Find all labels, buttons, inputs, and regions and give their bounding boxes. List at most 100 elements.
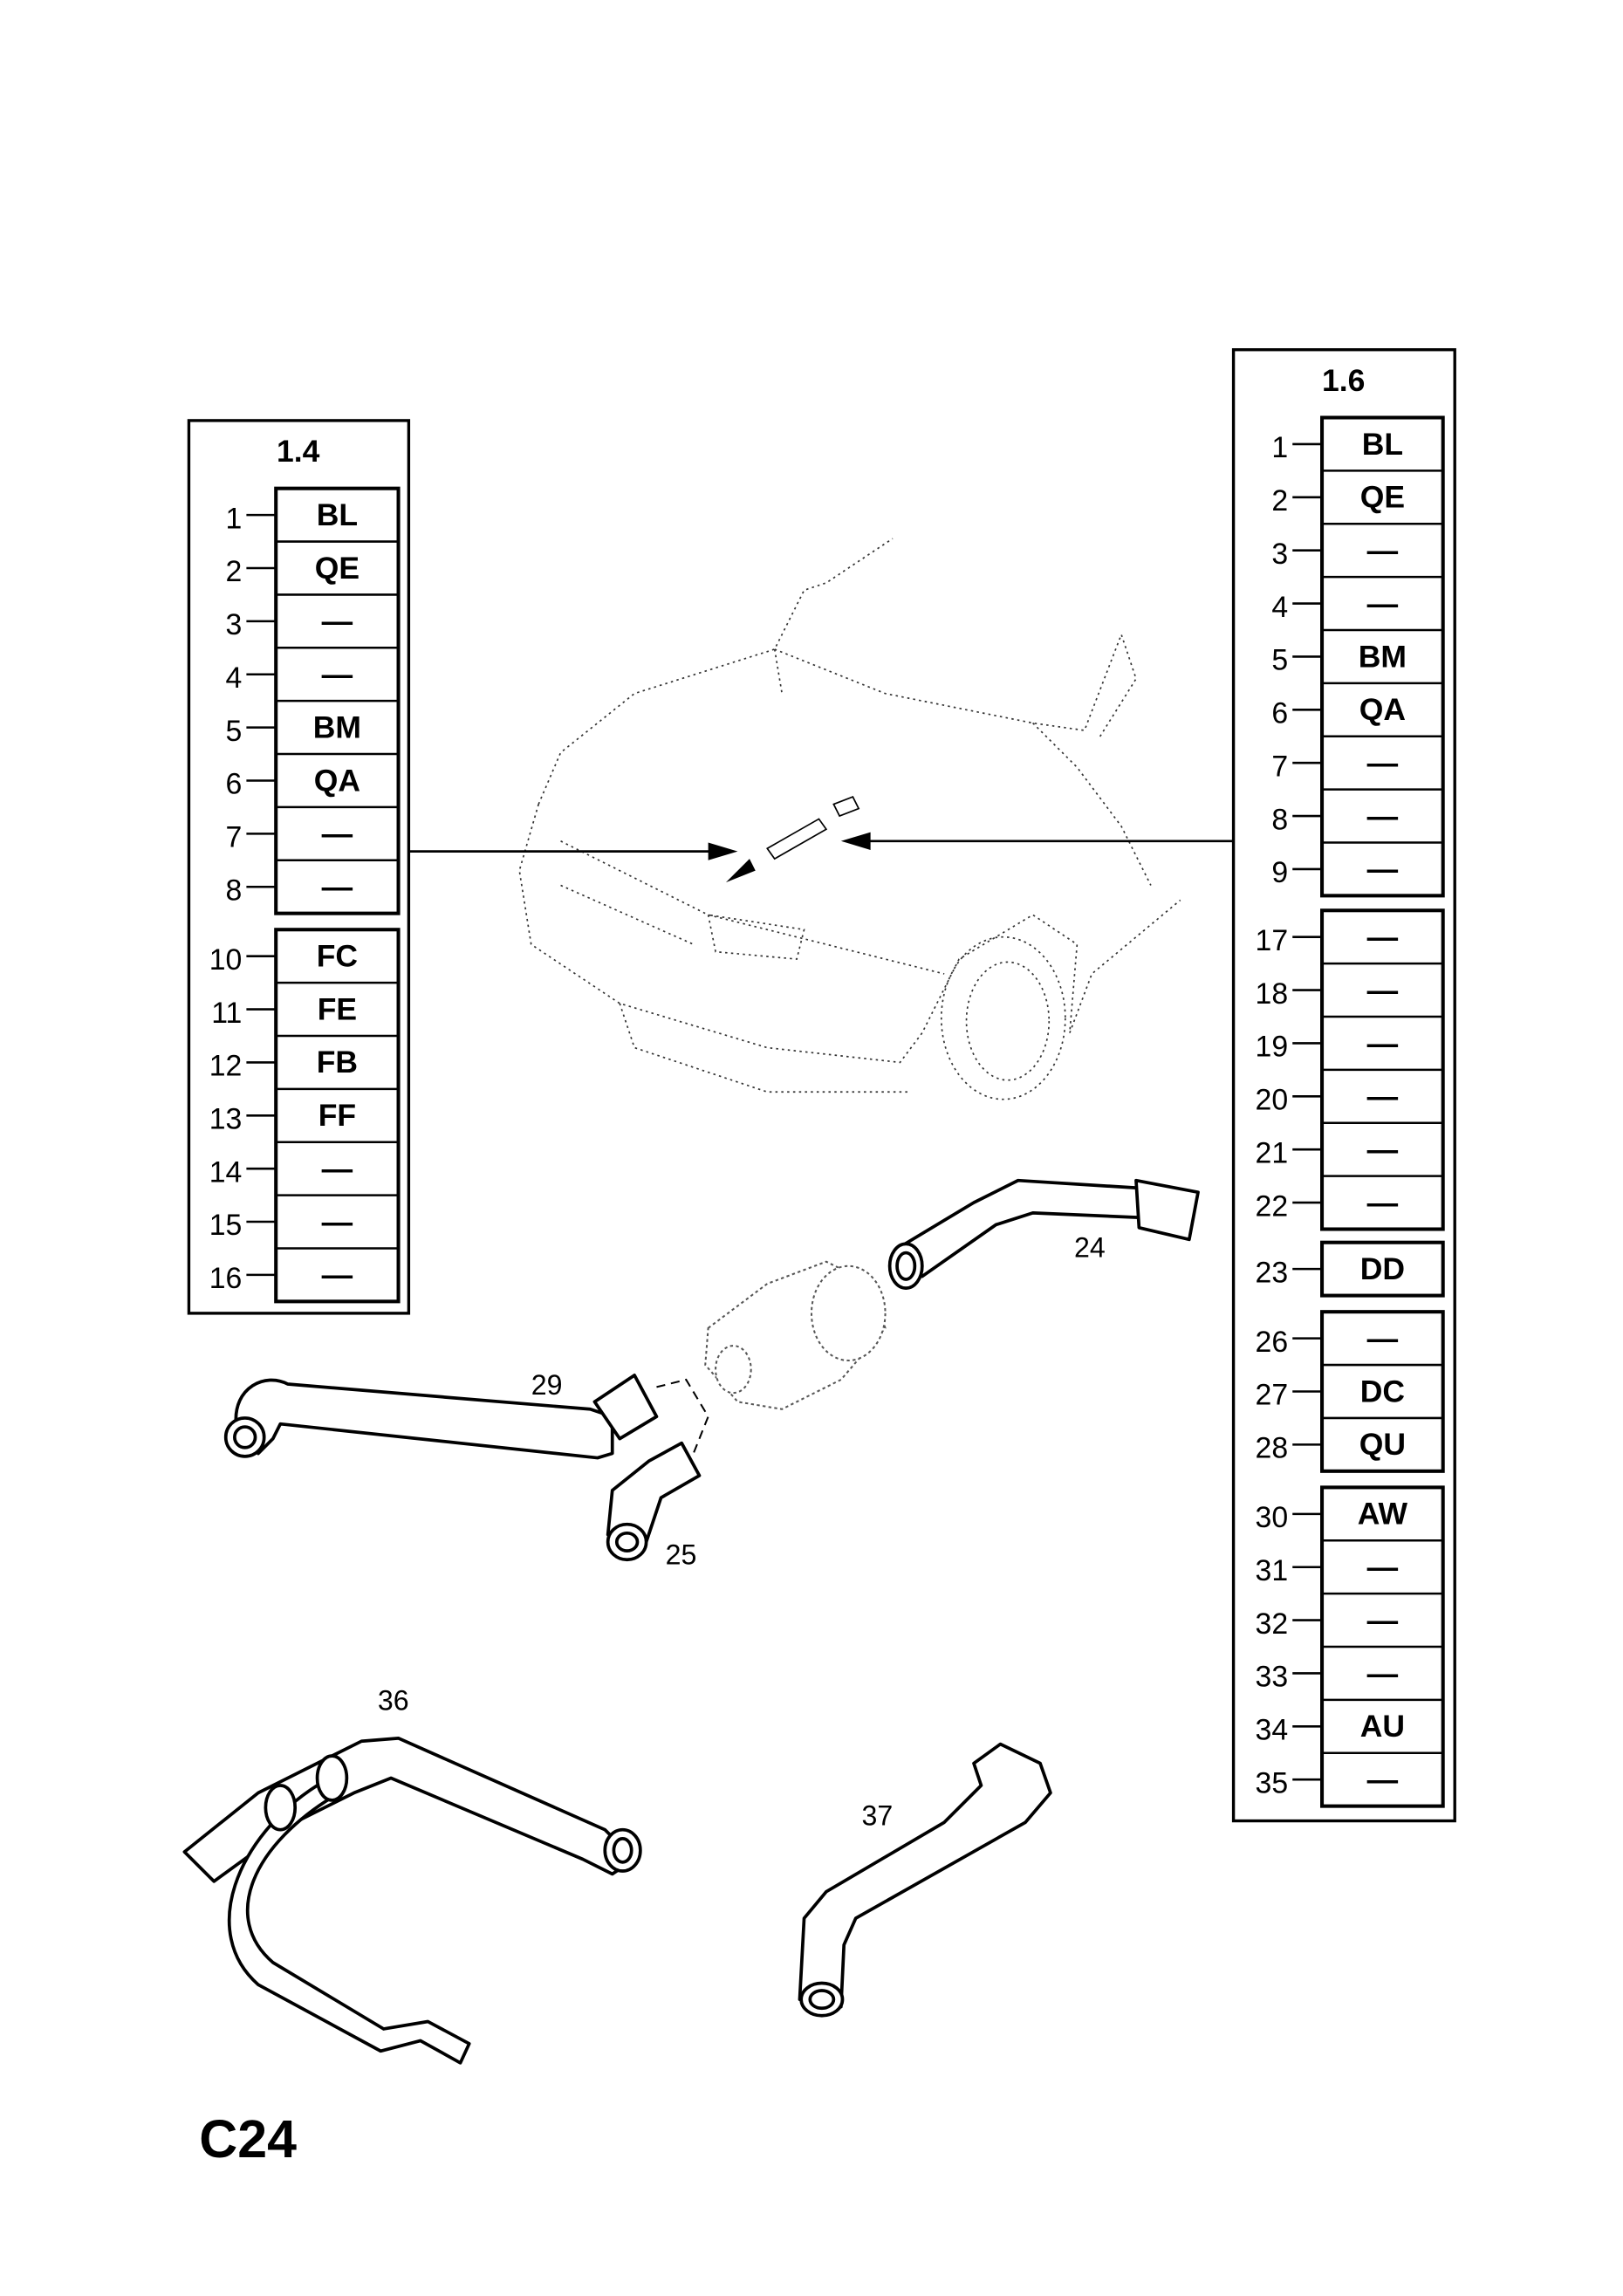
position-number: 19 (1256, 1031, 1289, 1064)
position-number: 16 (209, 1262, 243, 1295)
position-number: 2 (1271, 484, 1288, 517)
position-number: 7 (1271, 750, 1288, 783)
engine-code-cell: — (1367, 1602, 1399, 1637)
position-number: 17 (1256, 924, 1289, 957)
code-group (1320, 415, 1445, 898)
engine-code-cell: — (1367, 1025, 1399, 1060)
position-number: 2 (226, 555, 243, 588)
position-number: 1 (1271, 431, 1288, 464)
position-number: 10 (209, 943, 243, 977)
position-number: 18 (1256, 977, 1289, 1011)
hose-36 (182, 1736, 642, 2065)
engine-code-cell: FF (318, 1098, 356, 1133)
position-number: 23 (1256, 1256, 1289, 1289)
position-number: 4 (1271, 591, 1288, 624)
engine-variant-title: 1.6 (1322, 363, 1365, 398)
engine-code-cell: — (1367, 586, 1399, 620)
engine-1-6-code-table: 1.6 1 BL 2 QE 3 — 4 — 5 BM 6 QA 7 — 8 — 9 — 17 — 18 — 19 — 20 — 21 —… (1231, 348, 1456, 1823)
leader-arrows (408, 832, 1234, 883)
position-number: 35 (1256, 1766, 1289, 1799)
position-number: 31 (1256, 1554, 1289, 1587)
code-group (1320, 1310, 1445, 1473)
position-number: 1 (226, 502, 243, 535)
engine-code-cell: QA (314, 763, 360, 798)
callout-24: 24 (1074, 1232, 1106, 1264)
engine-code-cell: — (1367, 972, 1399, 1007)
engine-code-cell: — (322, 869, 353, 904)
engine-code-cell: — (1367, 1132, 1399, 1167)
position-number: 15 (209, 1209, 243, 1242)
position-number: 14 (209, 1155, 243, 1189)
engine-code-cell: QA (1359, 692, 1406, 727)
hose-25 (606, 1441, 702, 1562)
vehicle-outline-illustration (518, 538, 1181, 1100)
position-number: 9 (1271, 856, 1288, 889)
position-number: 20 (1256, 1084, 1289, 1117)
position-number: 26 (1256, 1326, 1289, 1359)
position-number: 6 (226, 768, 243, 801)
position-number: 5 (1271, 644, 1288, 677)
position-number: 28 (1256, 1432, 1289, 1465)
engine-code-cell: FC (317, 939, 358, 974)
thermostat-housing (704, 1260, 887, 1410)
position-number: 13 (209, 1103, 243, 1136)
engine-code-cell: AW (1358, 1497, 1408, 1532)
position-number: 22 (1256, 1189, 1289, 1223)
code-group (1320, 1240, 1445, 1298)
engine-code-cell: BL (317, 497, 358, 532)
engine-code-cell: — (322, 816, 353, 851)
position-number: 32 (1256, 1607, 1289, 1641)
engine-code-cell: — (1367, 1550, 1399, 1585)
callout-29: 29 (531, 1369, 563, 1401)
engine-code-cell: AU (1360, 1709, 1405, 1744)
engine-code-cell: DC (1360, 1374, 1405, 1408)
engine-code-cell: FB (317, 1045, 358, 1079)
hose-37 (798, 1742, 1052, 2018)
engine-code-cell: — (1367, 1185, 1399, 1220)
position-number: 12 (209, 1050, 243, 1083)
position-number: 4 (226, 661, 243, 695)
table-frame (1231, 348, 1456, 1823)
position-number: 3 (1271, 538, 1288, 571)
callout-36: 36 (378, 1685, 409, 1717)
engine-code-cell: BM (313, 709, 361, 744)
hose-29 (223, 1374, 709, 1460)
engine-code-cell: BL (1362, 427, 1403, 462)
position-number: 30 (1256, 1501, 1289, 1534)
position-number: 5 (226, 715, 243, 748)
engine-code-cell: QE (315, 551, 360, 586)
code-group (274, 928, 401, 1304)
position-number: 33 (1256, 1661, 1289, 1694)
page-label: C24 (199, 2109, 297, 2169)
position-number: 7 (226, 821, 243, 854)
engine-code-cell: — (322, 657, 353, 692)
engine-code-cell: — (322, 604, 353, 639)
engine-code-cell: — (1367, 1655, 1399, 1690)
engine-variant-title: 1.4 (277, 434, 320, 469)
engine-code-cell: — (1367, 1320, 1399, 1355)
engine-code-cell: QE (1360, 480, 1405, 515)
position-number: 3 (226, 608, 243, 641)
position-number: 8 (1271, 803, 1288, 836)
callout-37: 37 (861, 1800, 893, 1832)
engine-code-cell: QU (1359, 1427, 1406, 1462)
engine-code-cell: BM (1359, 639, 1407, 674)
position-number: 6 (1271, 697, 1288, 730)
hose-24 (887, 1178, 1200, 1290)
engine-code-cell: — (1367, 745, 1399, 780)
engine-code-cell: FE (318, 991, 357, 1026)
engine-code-cell: — (1367, 533, 1399, 568)
callout-25: 25 (666, 1539, 697, 1570)
table-frame (187, 419, 411, 1315)
position-number: 11 (211, 997, 242, 1030)
position-number: 21 (1256, 1136, 1289, 1169)
engine-code-cell: — (322, 1151, 353, 1186)
engine-code-cell: — (322, 1258, 353, 1292)
engine-code-cell: — (1367, 920, 1399, 955)
engine-code-cell: — (1367, 1079, 1399, 1114)
position-number: 34 (1256, 1714, 1289, 1747)
engine-code-cell: DD (1360, 1251, 1405, 1286)
engine-code-cell: — (322, 1204, 353, 1239)
